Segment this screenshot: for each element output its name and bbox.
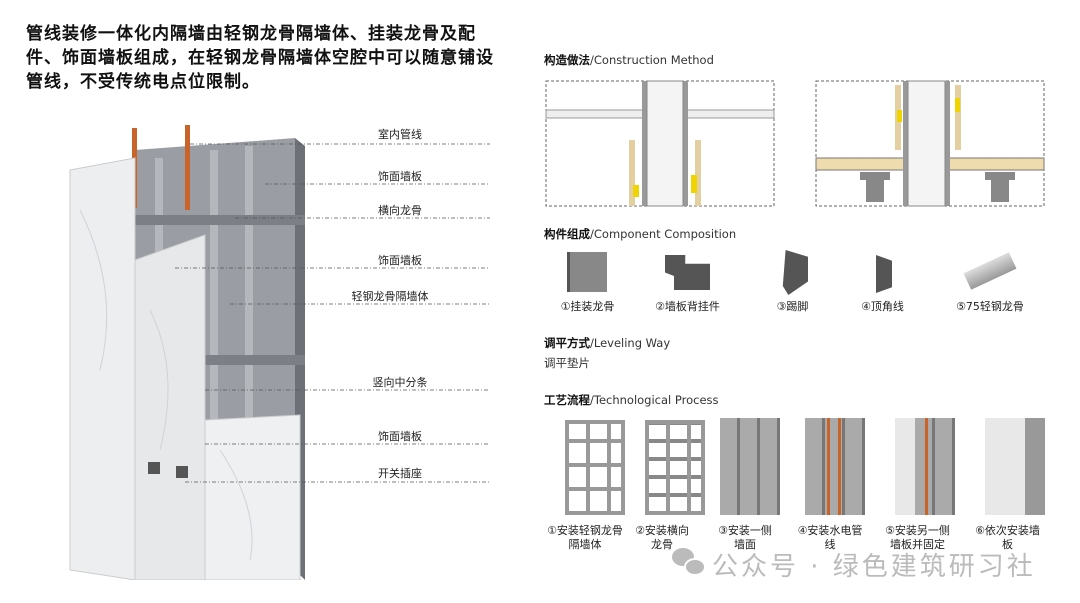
component-label: ②墙板背挂件 [655, 300, 720, 313]
wall-label: 竖向中分条 [372, 376, 428, 389]
finish-panel [134, 234, 206, 580]
wall-label: 轻钢龙骨隔墙体 [351, 290, 429, 303]
section-components: 构件组成/Component Composition [544, 227, 737, 241]
wall-label: 横向龙骨 [378, 204, 422, 217]
section-construction: 构造做法/Construction Method [544, 53, 714, 67]
step-6-image [985, 418, 1045, 515]
pipe [185, 125, 190, 210]
wall-label: 室内管线 [378, 128, 422, 141]
finish-panel [69, 157, 136, 580]
watermark: 公众号 · 绿色建筑研习社 [712, 552, 1036, 582]
section-process: 工艺流程/Technological Process [544, 393, 719, 407]
process-step: ③安装一侧墙面 [718, 524, 772, 551]
process-step: ⑤安装另一侧墙板并固定 [885, 524, 950, 551]
wall-illustration [69, 125, 490, 580]
process-images [550, 410, 1050, 520]
process-step: ④安装水电管线 [797, 524, 863, 551]
step-5-image [895, 418, 955, 515]
step-1-image [565, 420, 625, 515]
skirting-image [782, 250, 808, 295]
construction-detail-2 [815, 80, 1045, 207]
process-step: ①安装轻钢龙骨隔墙体 [547, 524, 623, 551]
step-4-image [805, 418, 865, 515]
construction-detail-1 [545, 80, 775, 207]
section-leveling: 调平方式/Leveling Way [544, 336, 671, 350]
wall-label: 饰面墙板 [378, 170, 422, 183]
horizontal-keel [135, 215, 305, 225]
step-3-image [720, 418, 780, 515]
component-label: ⑤75轻钢龙骨 [956, 300, 1024, 313]
component-label: ①挂装龙骨 [560, 300, 615, 313]
switch-socket [148, 462, 160, 474]
hanging-keel-image [567, 252, 607, 292]
component-label: ③踢脚 [776, 300, 809, 313]
leveling-value: 调平垫片 [544, 356, 590, 370]
wall-label: 饰面墙板 [378, 430, 422, 443]
process-step: ②安装横向龙骨 [635, 524, 689, 551]
component-label: ④顶角线 [861, 300, 904, 313]
wall-label: 饰面墙板 [378, 254, 422, 267]
finish-panel [204, 414, 301, 580]
panel-hanger-image [665, 255, 710, 290]
wall-label: 开关插座 [378, 467, 422, 480]
step-2-image [645, 420, 705, 515]
crown-line-image [876, 255, 892, 293]
intro-text: 管线装修一体化内隔墙由轻钢龙骨隔墙体、挂装龙骨及配件、饰面墙板组成，在轻钢龙骨隔… [26, 24, 494, 92]
process-step: ⑥依次安装墙板 [975, 524, 1040, 551]
wechat-icon [672, 548, 708, 578]
switch-socket [176, 466, 188, 478]
steel-keel-image [963, 252, 1017, 290]
